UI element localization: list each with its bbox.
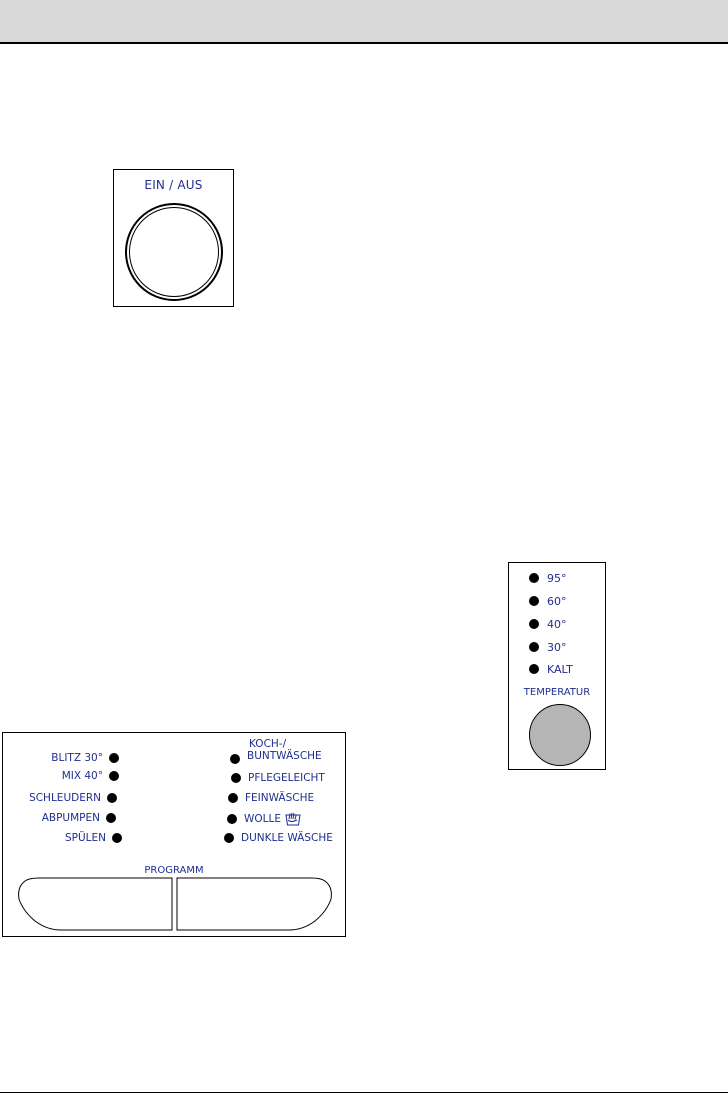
temp-option-95[interactable]: 95° (529, 571, 567, 585)
program-option-schleudern[interactable]: SCHLEUDERN (29, 792, 117, 804)
indicator-led (529, 664, 539, 674)
program-option-label: FEINWÄSCHE (245, 792, 315, 804)
program-option-label: SPÜLEN (64, 832, 106, 844)
hand-wash-icon (285, 812, 301, 826)
indicator-led (231, 773, 241, 783)
temp-option-label: 95° (547, 571, 567, 585)
program-option-label: MIX 40° (61, 770, 103, 782)
program-option-label: BLITZ 30° (51, 752, 103, 764)
program-buttons (18, 877, 332, 931)
program-option-wolle[interactable]: WOLLE (227, 812, 301, 826)
program-option-label: SCHLEUDERN (29, 792, 101, 804)
program-option-blitz[interactable]: BLITZ 30° (51, 752, 119, 764)
indicator-led (529, 573, 539, 583)
power-label: EIN / AUS (144, 178, 203, 192)
temp-option-label: 60° (547, 594, 567, 608)
program-option-spuelen[interactable]: SPÜLEN (65, 832, 122, 844)
indicator-led (529, 619, 539, 629)
program-option-label-line2: BUNTWÄSCHE (247, 750, 322, 762)
program-option-abpumpen[interactable]: ABPUMPEN (42, 812, 116, 824)
program-option-label: DUNKLE WÄSCHE (241, 832, 333, 844)
indicator-led (529, 642, 539, 652)
program-panel: BLITZ 30° MIX 40° SCHLEUDERN ABPUMPEN SP… (2, 732, 346, 937)
program-label: PROGRAMM (144, 865, 204, 876)
indicator-led (106, 813, 116, 823)
indicator-led (107, 793, 117, 803)
temp-option-label: 30° (547, 640, 567, 654)
program-button-right[interactable] (176, 877, 332, 931)
indicator-led (228, 793, 238, 803)
indicator-led (224, 833, 234, 843)
temp-option-30[interactable]: 30° (529, 640, 567, 654)
temperature-panel: 95° 60° 40° 30° KALT TEMPERATUR (508, 562, 606, 770)
temp-option-60[interactable]: 60° (529, 594, 567, 608)
program-option-label: KOCH-/ BUNTWÄSCHE (247, 738, 322, 762)
indicator-led (109, 753, 119, 763)
temperature-knob[interactable] (529, 704, 591, 766)
program-option-label: PFLEGELEICHT (248, 772, 325, 784)
program-option-pflegeleicht[interactable]: PFLEGELEICHT (231, 772, 325, 784)
program-option-mix[interactable]: MIX 40° (62, 770, 119, 782)
indicator-led (529, 596, 539, 606)
program-option-label: WOLLE (244, 813, 281, 825)
temperature-label: TEMPERATUR (523, 687, 591, 698)
indicator-led (227, 814, 237, 824)
temp-option-label: KALT (547, 662, 573, 676)
header-bar (0, 0, 728, 44)
temp-option-kalt[interactable]: KALT (529, 662, 573, 676)
program-option-koch[interactable] (230, 754, 240, 764)
program-option-dunkle-waesche[interactable]: DUNKLE WÄSCHE (224, 832, 333, 844)
temp-option-label: 40° (547, 617, 567, 631)
indicator-led (109, 771, 119, 781)
footer-rule (0, 1092, 728, 1093)
indicator-led (112, 833, 122, 843)
program-option-feinwaesche[interactable]: FEINWÄSCHE (228, 792, 314, 804)
temp-option-40[interactable]: 40° (529, 617, 567, 631)
indicator-led (230, 754, 240, 764)
power-button[interactable] (125, 203, 223, 301)
program-button-left[interactable] (18, 877, 173, 931)
power-panel: EIN / AUS (113, 169, 234, 307)
program-option-label: ABPUMPEN (41, 812, 100, 824)
program-option-label-line1: KOCH-/ (249, 738, 287, 750)
